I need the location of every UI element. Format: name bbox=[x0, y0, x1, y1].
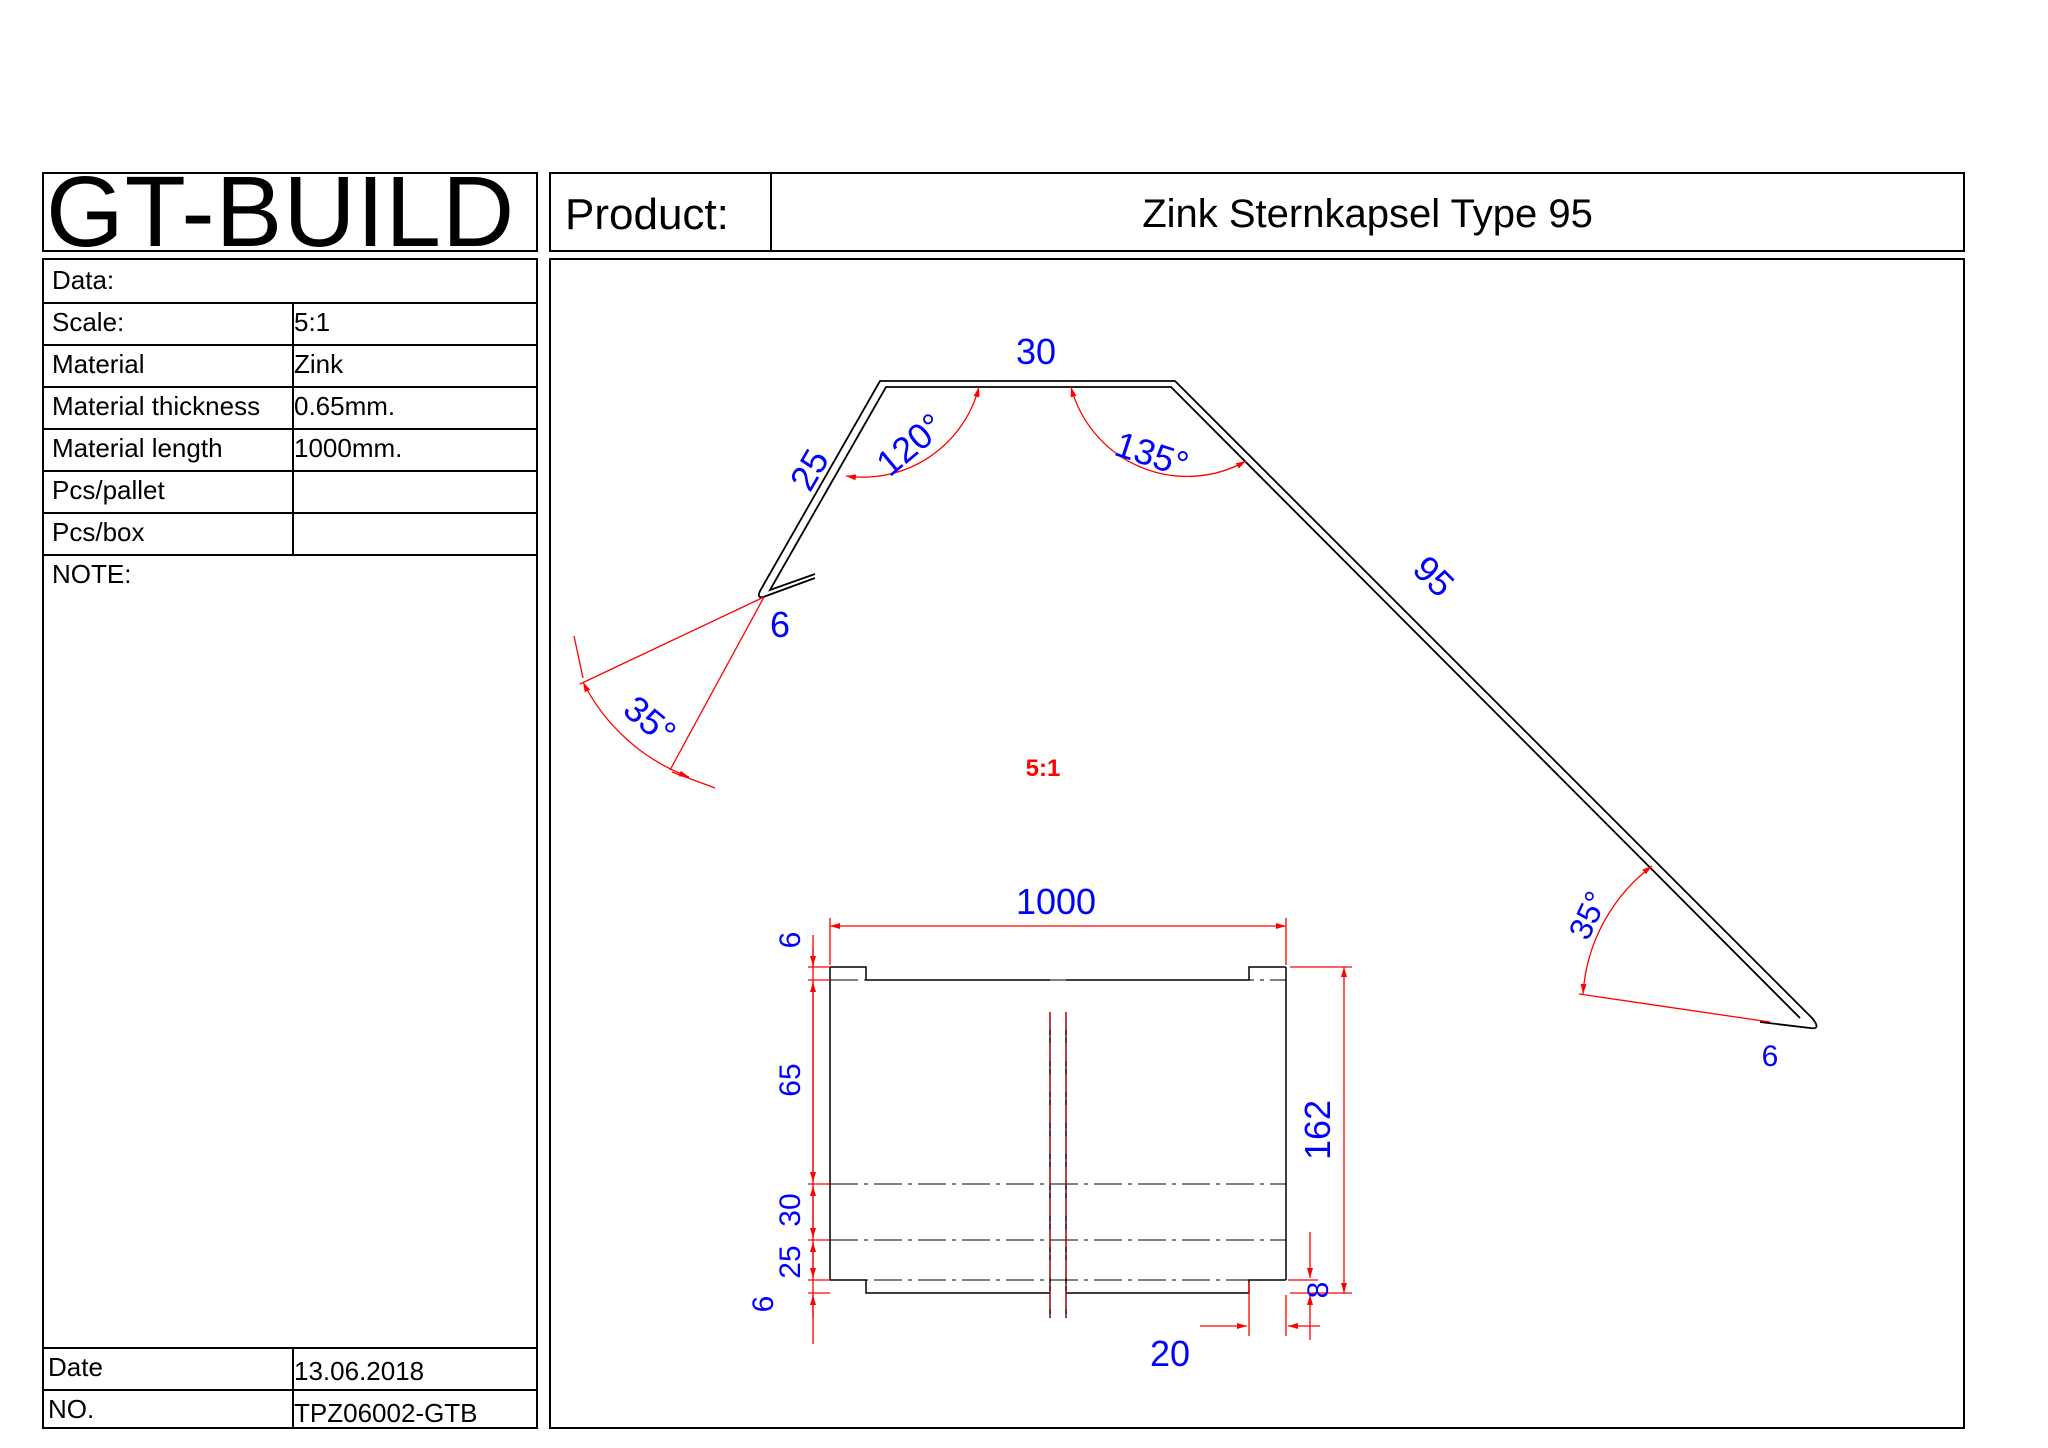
plan-outline bbox=[829, 966, 1287, 1318]
row-label: Material length bbox=[52, 433, 223, 463]
company-logo: GT-BUILD bbox=[42, 172, 538, 252]
dim-seg-25: 25 bbox=[774, 1245, 807, 1278]
dim-seg-65: 65 bbox=[774, 1063, 807, 1096]
date-value: 13.06.2018 bbox=[294, 1356, 425, 1386]
dim-right-hem: 6 bbox=[1762, 1040, 1779, 1073]
row-value: 1000mm. bbox=[294, 433, 403, 463]
table-row: Material thickness 0.65mm. bbox=[44, 386, 536, 430]
row-label: Material bbox=[52, 349, 145, 379]
dim-seg-6-bottom: 6 bbox=[747, 1296, 780, 1313]
plan-dimension-lines bbox=[808, 918, 1352, 1344]
scale-note: 5:1 bbox=[1026, 755, 1061, 782]
dim-left-hem: 6 bbox=[770, 604, 790, 645]
table-row: Pcs/pallet bbox=[44, 470, 536, 514]
note-area: NOTE: bbox=[44, 554, 536, 1349]
number-label: NO. bbox=[48, 1394, 95, 1424]
product-label: Product: bbox=[565, 190, 729, 239]
dim-angle-left-top: 120° bbox=[868, 405, 951, 484]
table-row: Material Zink bbox=[44, 344, 536, 388]
row-value: 0.65mm. bbox=[294, 391, 396, 421]
product-label-cell: Product: bbox=[549, 172, 772, 252]
profile-dimension-lines bbox=[573, 386, 1771, 1023]
dim-angle-right-hem: 35° bbox=[1561, 886, 1614, 945]
date-row: Date 13.06.2018 bbox=[44, 1347, 536, 1391]
drawing-frame bbox=[549, 258, 1965, 1429]
row-label: Pcs/box bbox=[52, 517, 145, 547]
plan-fold-lines bbox=[830, 979, 1286, 1281]
note-label: NOTE: bbox=[52, 559, 132, 589]
row-value: Zink bbox=[294, 349, 344, 379]
table-row: Pcs/box bbox=[44, 512, 536, 556]
row-label: Material thickness bbox=[52, 391, 261, 421]
dim-angle-left-hem: 35° bbox=[616, 687, 684, 753]
plan-break-marks bbox=[1049, 1012, 1067, 1318]
data-table: Data: Scale: 5:1 Material Zink Material … bbox=[42, 258, 538, 1429]
table-row: Scale: 5:1 bbox=[44, 302, 536, 346]
dim-right-side: 95 bbox=[1405, 548, 1462, 605]
dim-length: 1000 bbox=[1016, 881, 1096, 922]
dim-notch-width: 20 bbox=[1150, 1333, 1190, 1374]
dim-angle-right-top: 135° bbox=[1110, 423, 1193, 485]
profile-outline bbox=[757, 380, 1818, 1030]
profile-dimension-texts: 30 25 95 6 6 120° 135° 35° 35° bbox=[616, 331, 1778, 1073]
number-row: NO. TPZ06002-GTB bbox=[44, 1389, 536, 1429]
number-value: TPZ06002-GTB bbox=[294, 1398, 478, 1428]
plan-dimension-texts: 1000 162 6 65 30 25 6 8 20 bbox=[747, 881, 1338, 1374]
date-label: Date bbox=[48, 1352, 103, 1382]
row-label: Pcs/pallet bbox=[52, 475, 165, 505]
dim-seg-6-top: 6 bbox=[774, 932, 807, 949]
dim-notch-depth: 8 bbox=[1302, 1282, 1335, 1299]
data-heading-row: Data: bbox=[44, 260, 536, 304]
dim-seg-30: 30 bbox=[774, 1193, 807, 1226]
data-heading: Data: bbox=[52, 265, 115, 295]
dim-total-width: 162 bbox=[1297, 1100, 1338, 1160]
dim-top: 30 bbox=[1016, 331, 1056, 372]
table-row: Material length 1000mm. bbox=[44, 428, 536, 472]
logo-text: GT-BUILD bbox=[46, 172, 516, 252]
row-label: Scale: bbox=[52, 307, 125, 337]
product-title-cell: Zink Sternkapsel Type 95 bbox=[770, 172, 1965, 252]
product-title: Zink Sternkapsel Type 95 bbox=[1142, 192, 1593, 236]
row-value: 5:1 bbox=[294, 307, 331, 337]
